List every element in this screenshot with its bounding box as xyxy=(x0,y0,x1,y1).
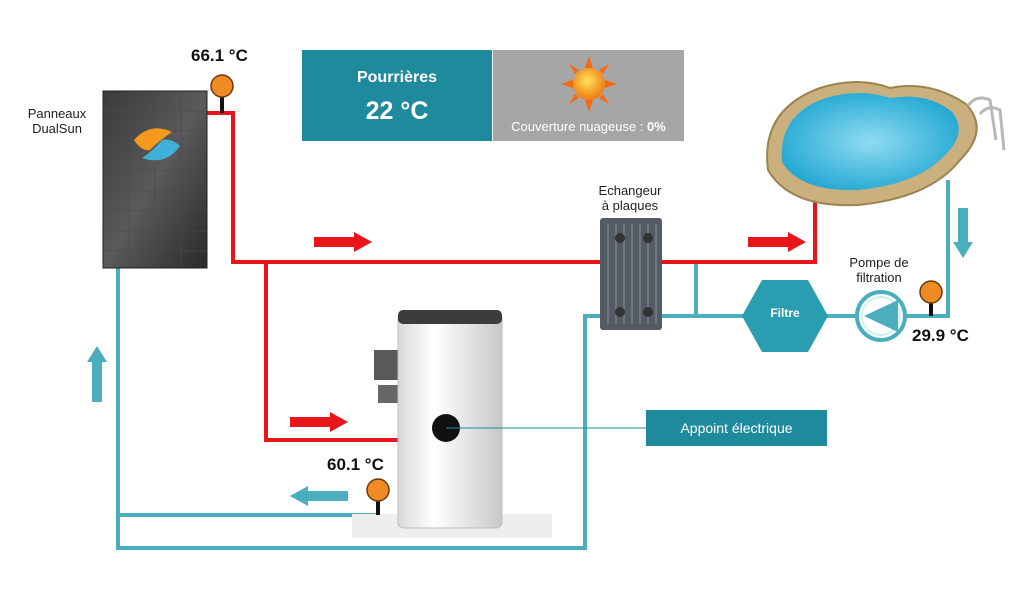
exchanger-label-line1: Echangeur xyxy=(598,183,662,198)
cold-flow-arrow-icon xyxy=(290,486,348,506)
sun-icon xyxy=(561,56,617,112)
hot-circuit xyxy=(205,111,817,442)
pump-label-line1: Pompe de xyxy=(849,255,909,270)
exchanger-label-line2: à plaques xyxy=(601,198,659,213)
hot-flow-arrow-icon xyxy=(748,232,806,252)
solar-panel xyxy=(102,90,208,269)
cold-flow-arrow-icon xyxy=(953,208,973,258)
filter-label: Filtre xyxy=(770,306,800,320)
panels-label-line2: DualSun xyxy=(32,121,82,136)
cold-flow-arrow-icon xyxy=(87,346,107,402)
cloud-cover-value: 0% xyxy=(647,119,666,134)
cold-circuit xyxy=(116,180,950,550)
hot-flow-arrow-icon xyxy=(314,232,372,252)
cloud-cover-label: Couverture nuageuse : xyxy=(511,119,648,134)
pump-label-line2: filtration xyxy=(856,270,902,285)
exchanger-label: Echangeur à plaques xyxy=(578,183,682,213)
pump-label: Pompe de filtration xyxy=(834,255,924,285)
water-tank xyxy=(352,310,646,538)
sensor-pool xyxy=(919,280,943,316)
panel-temperature: 66.1 °C xyxy=(191,46,248,65)
panels-label: Panneaux DualSun xyxy=(14,106,100,136)
tank-temperature: 60.1 °C xyxy=(327,455,384,474)
pool-ladder-icon xyxy=(966,96,1006,151)
city-name: Pourrières xyxy=(356,69,438,86)
plate-heat-exchanger xyxy=(600,218,662,330)
panels-label-line1: Panneaux xyxy=(27,106,87,121)
sensor-panel xyxy=(210,74,234,113)
dualsun-logo-icon xyxy=(134,128,180,161)
sensor-tank xyxy=(366,478,390,515)
cloud-cover-text: Couverture nuageuse : 0% xyxy=(493,119,684,134)
pool-temperature: 29.9 °C xyxy=(912,326,969,345)
city-box: Pourrières 22 °C xyxy=(302,50,492,141)
electric-backup-label: Appoint électrique xyxy=(646,410,827,446)
weather-panel: Pourrières 22 °C Couverture nuageuse : 0… xyxy=(302,50,684,141)
filter-hexagon xyxy=(742,280,828,352)
outdoor-temperature: 22 °C xyxy=(365,97,429,125)
cloud-cover-box: Couverture nuageuse : 0% xyxy=(493,50,684,141)
filtration-pump xyxy=(855,290,907,342)
hot-flow-arrow-icon xyxy=(290,412,348,432)
swimming-pool xyxy=(766,81,1006,207)
